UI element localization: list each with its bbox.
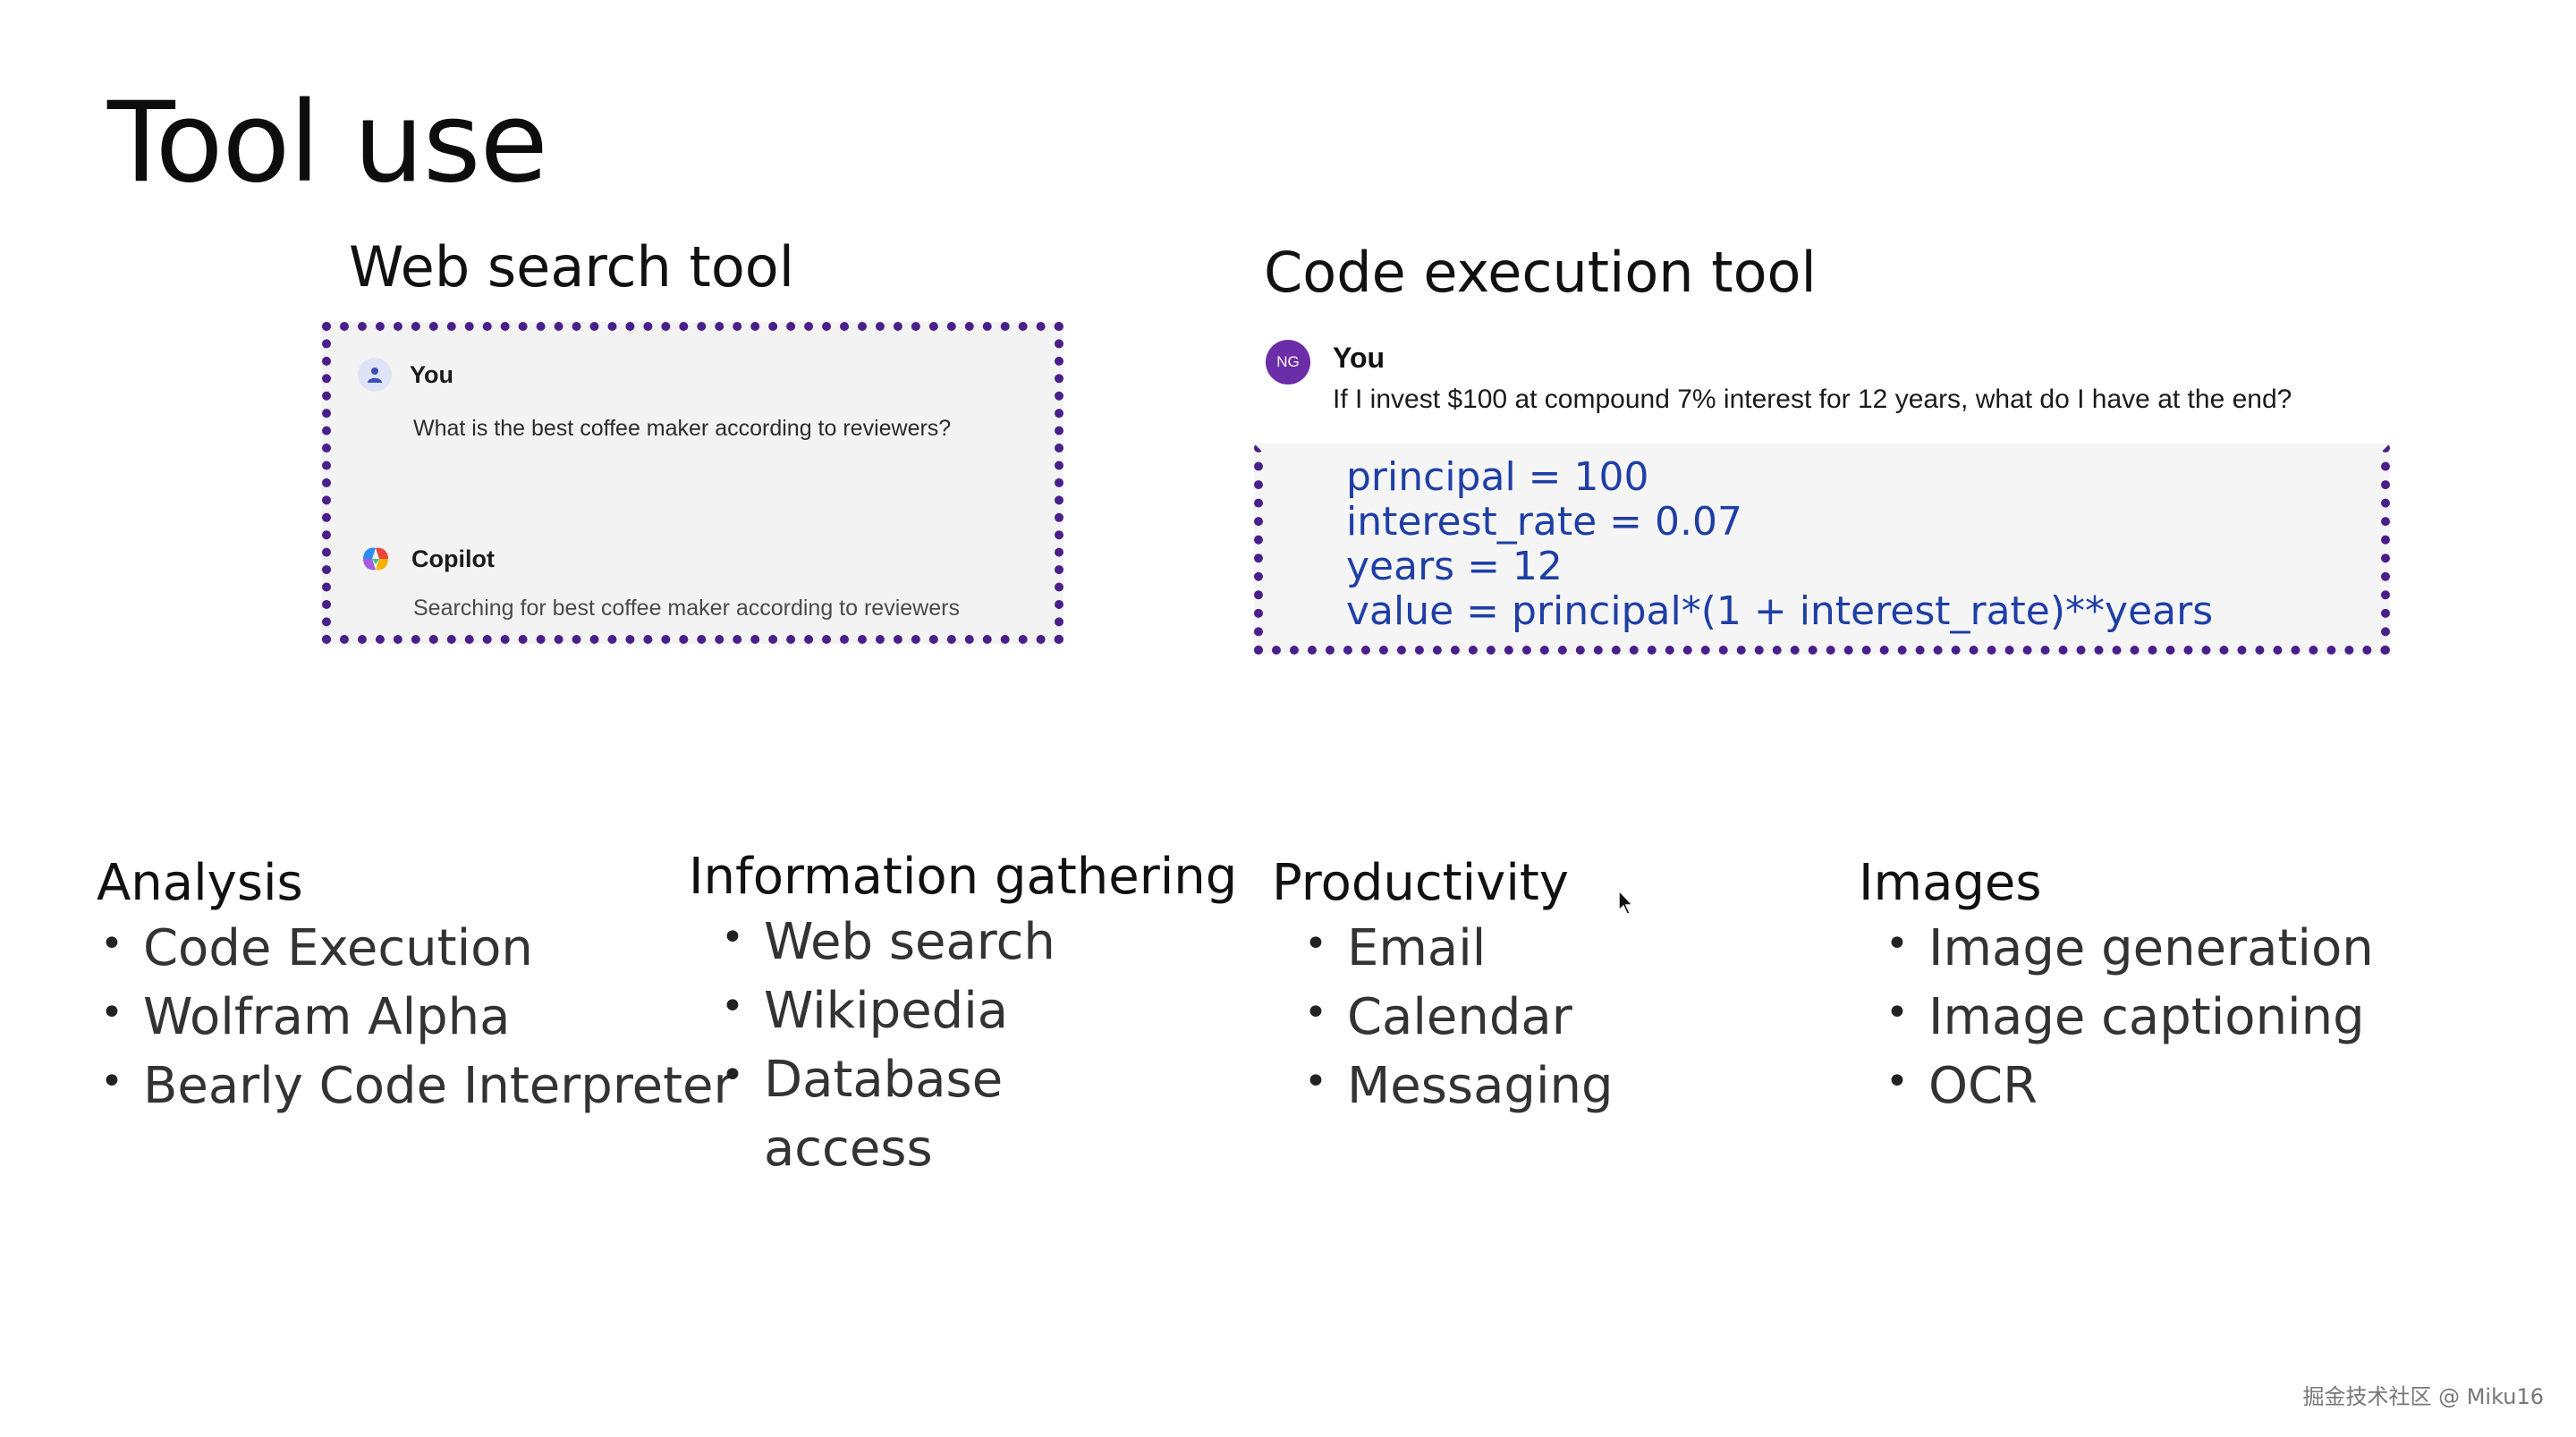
category-item: •Wolfram Alpha bbox=[100, 988, 511, 1046]
category-heading: Images bbox=[1859, 854, 2042, 912]
code-line: value = principal*(1 + interest_rate)**y… bbox=[1346, 588, 2214, 634]
user-row: You bbox=[358, 358, 453, 392]
category-item: •Database bbox=[721, 1051, 1004, 1109]
category-heading: Analysis bbox=[97, 854, 303, 912]
code-user-name: You bbox=[1333, 342, 1385, 374]
category-item-continuation: •access bbox=[763, 1120, 933, 1178]
category-information-gathering: Information gathering •Web search •Wikip… bbox=[689, 848, 1237, 1188]
code-block-panel bbox=[1254, 444, 2390, 655]
copilot-logo-icon bbox=[358, 541, 394, 577]
category-item: •Image captioning bbox=[1885, 988, 2365, 1046]
category-item: •Wikipedia bbox=[721, 982, 1009, 1040]
slide-title: Tool use bbox=[107, 79, 548, 207]
mouse-cursor-icon bbox=[1617, 889, 1637, 919]
code-user-message: If I invest $100 at compound 7% interest… bbox=[1333, 385, 2292, 414]
user-message: What is the best coffee maker according … bbox=[413, 416, 952, 441]
web-search-heading: Web search tool bbox=[349, 234, 794, 300]
category-heading: Information gathering bbox=[689, 848, 1238, 906]
category-item: •Email bbox=[1304, 919, 1487, 977]
category-productivity: Productivity •Email •Calendar •Messaging bbox=[1272, 854, 1614, 1126]
category-item: •OCR bbox=[1885, 1057, 2038, 1115]
category-images: Images •Image generation •Image captioni… bbox=[1859, 854, 2374, 1126]
code-line: interest_rate = 0.07 bbox=[1346, 499, 1742, 545]
user-avatar: NG bbox=[1266, 340, 1310, 385]
category-item: •Image generation bbox=[1885, 919, 2374, 977]
category-analysis: Analysis •Code Execution •Wolfram Alpha … bbox=[97, 854, 734, 1126]
category-item: •Messaging bbox=[1304, 1057, 1614, 1115]
category-item: •Code Execution bbox=[100, 919, 533, 977]
user-avatar-icon bbox=[358, 358, 392, 392]
user-name: You bbox=[410, 360, 453, 388]
copilot-message: Searching for best coffee maker accordin… bbox=[413, 596, 960, 621]
category-item: •Calendar bbox=[1304, 988, 1572, 1046]
copilot-name: Copilot bbox=[411, 545, 495, 572]
web-search-chat-panel: You What is the best coffee maker accord… bbox=[322, 322, 1063, 644]
code-line: principal = 100 bbox=[1346, 454, 1649, 500]
copilot-row: Copilot bbox=[358, 541, 495, 577]
category-item: •Web search bbox=[721, 913, 1055, 971]
code-line: years = 12 bbox=[1346, 544, 1563, 589]
category-item: •Bearly Code Interpreter bbox=[100, 1057, 734, 1115]
code-execution-heading: Code execution tool bbox=[1264, 240, 1817, 305]
watermark: 掘金技术社区 @ Miku16 bbox=[2302, 1384, 2544, 1409]
category-heading: Productivity bbox=[1272, 854, 1569, 912]
